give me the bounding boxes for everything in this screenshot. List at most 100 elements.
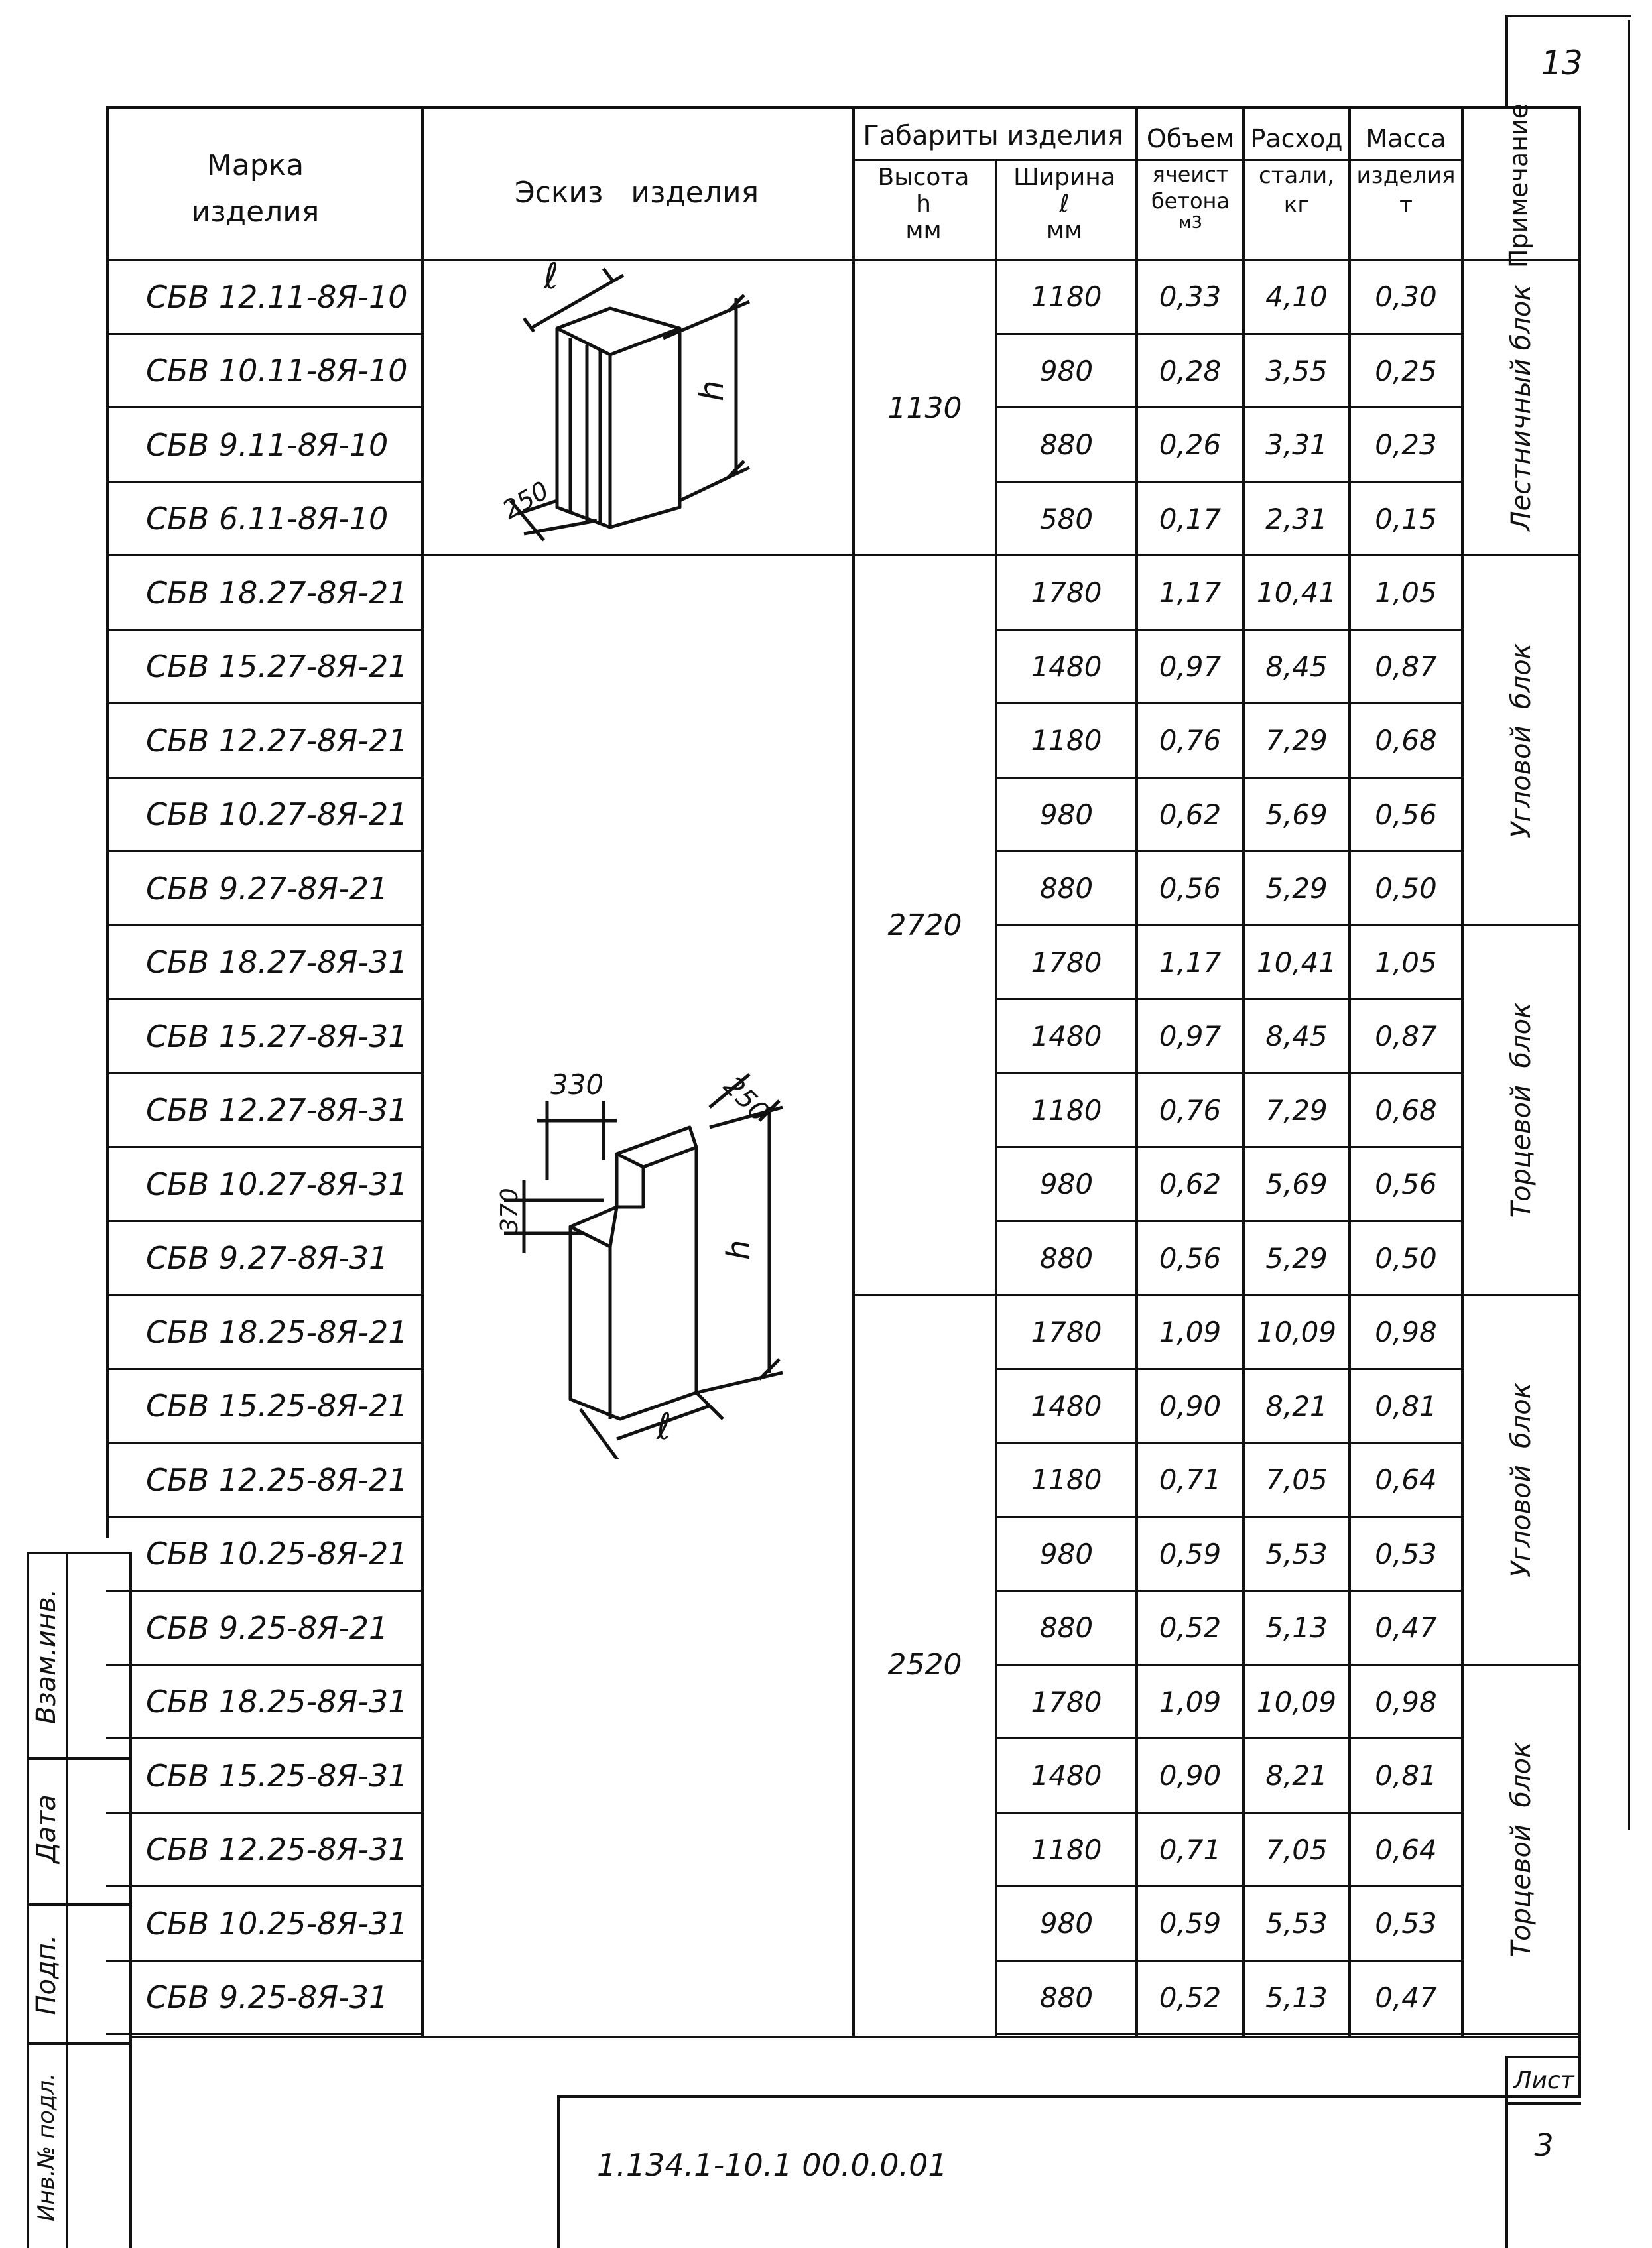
header-steel-l1: Расход xyxy=(1250,124,1343,153)
cell-width: 980 xyxy=(1039,354,1094,387)
cell-volume: 0,59 xyxy=(1159,1907,1222,1940)
footer-sheet-number: 3 xyxy=(1534,2127,1554,2163)
cell-height: 2720 xyxy=(887,908,962,942)
cell-volume: 1,17 xyxy=(1159,576,1222,609)
cell-volume: 0,28 xyxy=(1159,354,1222,387)
cell-volume: 0,26 xyxy=(1159,428,1222,462)
stamp-div1 xyxy=(27,1757,131,1760)
header-mass-l1: Масса xyxy=(1366,124,1446,153)
cell-volume: 1,09 xyxy=(1159,1316,1222,1349)
footer-sheet-label: Лист xyxy=(1513,2066,1574,2094)
cell-mass: 0,64 xyxy=(1375,1464,1437,1497)
row-line-mark xyxy=(106,1219,422,1222)
cell-volume: 0,56 xyxy=(1159,872,1222,905)
cell-volume: 0,97 xyxy=(1159,650,1222,683)
cell-steel: 5,69 xyxy=(1265,798,1328,831)
cell-width: 1780 xyxy=(1031,1685,1102,1718)
row-line-mark xyxy=(106,1737,422,1739)
cell-width: 980 xyxy=(1039,798,1094,831)
corner-top-line xyxy=(1505,15,1631,17)
cell-mass: 0,47 xyxy=(1375,1611,1437,1645)
cell-steel: 8,45 xyxy=(1265,1020,1328,1053)
row-line-mark xyxy=(106,702,422,704)
cell-volume: 0,52 xyxy=(1159,1981,1222,2014)
cell-volume: 1,09 xyxy=(1159,1685,1222,1718)
header-steel: Расход стали, кг xyxy=(1243,116,1350,219)
cell-width: 880 xyxy=(1039,1981,1094,2014)
row-line-mark xyxy=(106,1294,422,1296)
note-separator-line xyxy=(1462,1663,1580,1666)
header-width: Ширина ℓ мм xyxy=(995,164,1134,244)
cell-mass: 0,56 xyxy=(1375,1168,1437,1201)
row-line-mark xyxy=(106,1885,422,1887)
row-line-mark xyxy=(106,480,422,483)
cell-width: 1480 xyxy=(1031,1759,1102,1792)
cell-mark: СБВ 6.11-8Я-10 xyxy=(146,501,389,537)
cell-volume: 0,97 xyxy=(1159,1020,1222,1053)
footer-sheet-top xyxy=(1505,2056,1581,2058)
cell-width: 980 xyxy=(1039,1168,1094,1201)
cell-steel: 7,29 xyxy=(1265,1093,1328,1127)
cell-mass: 0,30 xyxy=(1375,281,1437,314)
row-line-mark xyxy=(106,1515,422,1518)
cell-mark: СБВ 10.27-8Я-21 xyxy=(146,796,408,833)
cell-steel: 10,09 xyxy=(1256,1685,1337,1718)
cell-steel: 8,21 xyxy=(1265,1389,1328,1422)
cell-height: 2520 xyxy=(887,1648,962,1682)
cell-mark: СБВ 9.27-8Я-21 xyxy=(146,870,389,906)
cell-mass: 0,98 xyxy=(1375,1316,1437,1349)
sketch-separator-line xyxy=(421,554,998,556)
row-line-values xyxy=(996,406,1462,408)
row-line-values xyxy=(996,776,1462,779)
cell-volume: 0,62 xyxy=(1159,1168,1222,1201)
row-line-mark xyxy=(106,776,422,779)
cell-width: 980 xyxy=(1039,1537,1094,1570)
cell-volume: 0,62 xyxy=(1159,798,1222,831)
stamp-inv-podl: Инв.№ подл. xyxy=(33,2073,60,2221)
cell-steel: 5,53 xyxy=(1265,1537,1328,1570)
cell-steel: 5,13 xyxy=(1265,1611,1328,1645)
stamp-sign: Подп. xyxy=(31,1934,62,2015)
sketch1-h-label: h xyxy=(692,380,731,401)
cell-mass: 0,50 xyxy=(1375,1241,1437,1275)
row-line-values xyxy=(996,1811,1462,1814)
note-separator-line xyxy=(1462,554,1580,556)
cell-width: 1180 xyxy=(1031,1093,1102,1127)
header-sketch: Эскиз изделия xyxy=(514,175,759,210)
cell-mass: 0,50 xyxy=(1375,872,1437,905)
cell-mass: 0,64 xyxy=(1375,1833,1437,1866)
cell-width: 1780 xyxy=(1031,1316,1102,1349)
header-volume-l2: ячеист xyxy=(1152,162,1229,187)
sketch2-l-label: ℓ xyxy=(656,1406,671,1448)
cell-mark: СБВ 10.25-8Я-31 xyxy=(146,1905,408,1942)
cell-mark: СБВ 9.27-8Я-31 xyxy=(146,1240,389,1277)
row-line-mark xyxy=(106,1442,422,1444)
frame-inner-left-line xyxy=(129,1552,132,2248)
cell-volume: 0,76 xyxy=(1159,1093,1222,1127)
header-mark-line1: Марка xyxy=(206,149,304,182)
row-line-mark xyxy=(106,998,422,1000)
cell-volume: 0,56 xyxy=(1159,1241,1222,1275)
cell-steel: 10,41 xyxy=(1256,946,1337,979)
cell-mass: 0,68 xyxy=(1375,724,1437,757)
footer-sheet-mid xyxy=(1505,2102,1581,2105)
header-height-l2: h xyxy=(916,190,931,218)
col-line-mark xyxy=(421,106,424,2036)
cell-mark: СБВ 10.27-8Я-31 xyxy=(146,1166,408,1202)
col-line-steel xyxy=(1348,106,1351,2036)
header-volume-l4: м3 xyxy=(1178,213,1203,233)
cell-steel: 7,05 xyxy=(1265,1833,1328,1866)
row-line-values xyxy=(996,480,1462,483)
row-line-values xyxy=(996,1959,1462,1962)
cell-mark: СБВ 15.25-8Я-21 xyxy=(146,1388,408,1424)
header-mark: Марка изделия xyxy=(156,143,355,235)
cell-width: 1180 xyxy=(1031,1833,1102,1866)
row-line-mark xyxy=(106,1663,422,1666)
cell-volume: 0,71 xyxy=(1159,1464,1222,1497)
row-line-mark xyxy=(106,1959,422,1962)
sketch1-l-label: ℓ xyxy=(543,262,558,297)
row-line-mark xyxy=(106,406,422,408)
row-line-values xyxy=(996,332,1462,335)
sketch-corner-block: 330 250 370 h ℓ xyxy=(496,1068,783,1459)
stamp-date: Дата xyxy=(31,1794,62,1863)
